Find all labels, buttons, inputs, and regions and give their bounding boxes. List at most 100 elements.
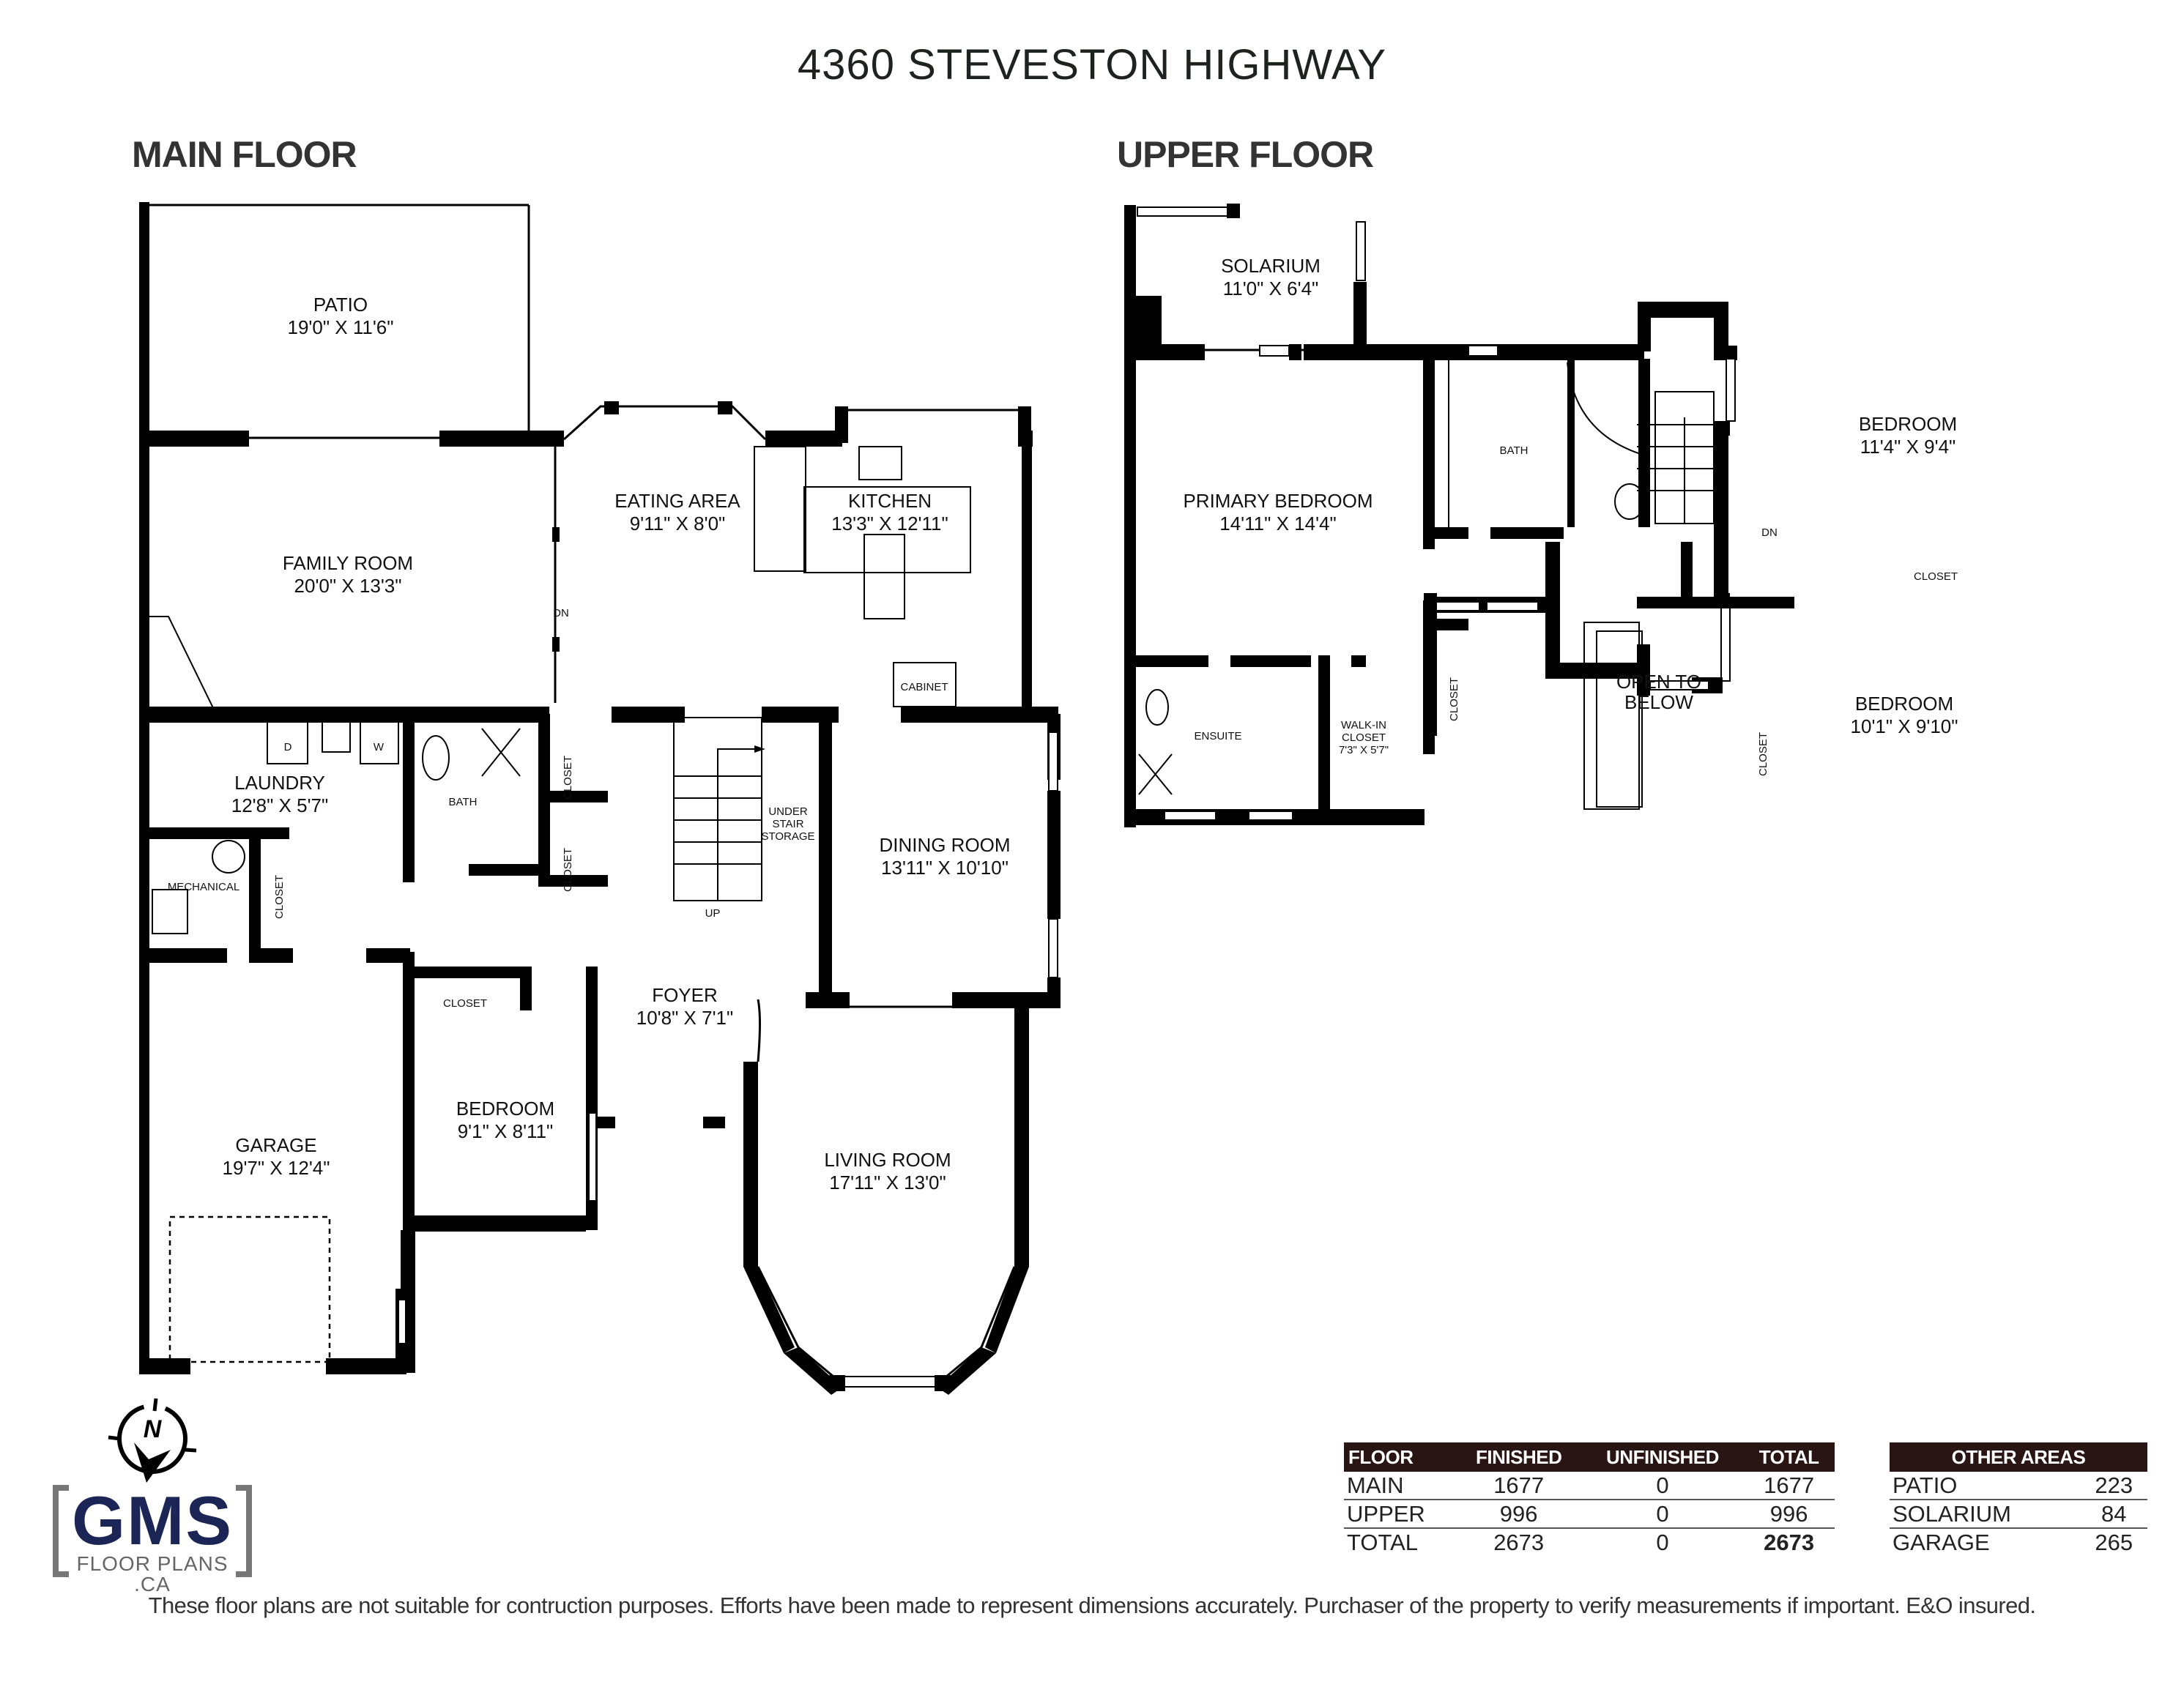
main-exterior-walls bbox=[139, 401, 1061, 1395]
toilet bbox=[1614, 483, 1645, 520]
dryer bbox=[267, 720, 308, 764]
cell: 84 bbox=[2080, 1500, 2147, 1529]
logo-brand: GMS bbox=[72, 1482, 234, 1559]
cell: MAIN bbox=[1344, 1472, 1456, 1500]
room-name: LIVING ROOM bbox=[824, 1149, 951, 1171]
upper-floor-heading: UPPER FLOOR bbox=[1117, 134, 1374, 175]
cell: 1677 bbox=[1743, 1472, 1835, 1500]
washer bbox=[360, 720, 399, 764]
bathtub bbox=[1567, 362, 1641, 455]
header-unfinished: UNFINISHED bbox=[1581, 1442, 1744, 1472]
table-row: PATIO 223 bbox=[1890, 1472, 2147, 1500]
cell: TOTAL bbox=[1347, 1529, 1419, 1555]
kitchen-sink bbox=[858, 446, 902, 480]
logo-bracket-right bbox=[236, 1485, 252, 1577]
stairs-up-label: UP bbox=[705, 907, 721, 920]
room-name: PRIMARY BEDROOM bbox=[1183, 490, 1373, 512]
toilet bbox=[422, 735, 450, 781]
room-dims: 9'1" X 8'11" bbox=[458, 1120, 554, 1142]
room-name: PATIO bbox=[313, 294, 368, 316]
upper-room-labels: SOLARIUM 11'0" X 6'4" PRIMARY BEDROOM 14… bbox=[1183, 255, 1958, 737]
logo-bracket-left bbox=[53, 1485, 69, 1577]
compass-letter: N bbox=[144, 1415, 163, 1443]
cell: 265 bbox=[2095, 1529, 2133, 1555]
room-name: GARAGE bbox=[235, 1134, 316, 1156]
room-name: EATING AREA bbox=[614, 490, 740, 512]
water-heater bbox=[152, 889, 188, 934]
fireplace bbox=[1136, 296, 1162, 351]
room-name: SOLARIUM bbox=[1221, 255, 1321, 277]
cell: UPPER bbox=[1344, 1500, 1456, 1529]
header-finished: FINISHED bbox=[1455, 1442, 1582, 1472]
main-interior-walls bbox=[139, 446, 971, 1374]
room-dims: 9'11" X 8'0" bbox=[630, 513, 726, 535]
cell: GARAGE bbox=[1893, 1529, 1990, 1555]
room-dims: 20'0" X 13'3" bbox=[294, 575, 402, 597]
garage-parking-outline bbox=[168, 1215, 331, 1363]
cell: PATIO bbox=[1890, 1472, 2081, 1500]
disclaimer: These floor plans are not suitable for c… bbox=[148, 1593, 2036, 1618]
compass-icon: N bbox=[108, 1398, 197, 1483]
header-floor: FLOOR bbox=[1344, 1442, 1456, 1472]
main-small-labels: CABINET BATH CLOSET MECHANICAL UNDER STA… bbox=[168, 607, 948, 1010]
walkin-label: CLOSET bbox=[1342, 731, 1386, 744]
open-to-below-label: OPEN TO bbox=[1616, 671, 1701, 693]
cell: 2673 bbox=[1493, 1529, 1545, 1555]
fireplace bbox=[149, 616, 217, 715]
furnace bbox=[212, 840, 245, 874]
cell: SOLARIUM bbox=[1890, 1500, 2081, 1529]
property-title: 4360 STEVESTON HIGHWAY bbox=[797, 41, 1387, 89]
room-name: BEDROOM bbox=[1859, 413, 1957, 435]
table-row: SOLARIUM 84 bbox=[1890, 1500, 2147, 1529]
understair-label: STORAGE bbox=[761, 830, 814, 843]
room-name: BEDROOM bbox=[1855, 693, 1953, 715]
room-dims: 11'0" X 6'4" bbox=[1223, 278, 1319, 299]
room-dims: 17'11" X 13'0" bbox=[829, 1172, 946, 1193]
room-dims: 10'8" X 7'1" bbox=[636, 1007, 733, 1029]
closet-label: CLOSET bbox=[273, 875, 286, 919]
closet-label: CLOSET bbox=[1914, 570, 1958, 583]
bath-label: BATH bbox=[1500, 444, 1529, 457]
closet-label: CLOSET bbox=[1448, 677, 1460, 721]
ensuite-label: ENSUITE bbox=[1194, 730, 1241, 742]
room-dims: 19'0" X 11'6" bbox=[287, 316, 393, 338]
table-header-row: FLOOR FINISHED UNFINISHED TOTAL bbox=[1344, 1442, 1835, 1472]
room-name: BEDROOM bbox=[456, 1098, 554, 1120]
cell: 1677 bbox=[1455, 1472, 1582, 1500]
room-dims: 14'11" X 14'4" bbox=[1219, 513, 1336, 535]
dryer-label: D bbox=[284, 741, 292, 753]
bath-label: BATH bbox=[449, 796, 478, 808]
stairs-down-label: DN bbox=[553, 607, 569, 619]
mechanical-label: MECHANICAL bbox=[168, 881, 239, 893]
room-name: FOYER bbox=[652, 984, 718, 1006]
room-dims: 19'7" X 12'4" bbox=[223, 1157, 330, 1179]
main-floor-heading: MAIN FLOOR bbox=[132, 134, 357, 175]
gms-logo: N GMS FLOOR PLANS .CA bbox=[50, 1395, 255, 1595]
header-total: TOTAL bbox=[1743, 1442, 1835, 1472]
washer-label: W bbox=[374, 741, 385, 753]
kitchen-island bbox=[863, 534, 905, 619]
understair-label: STAIR bbox=[772, 818, 803, 830]
upper-interior-walls bbox=[1124, 359, 1794, 813]
upper-small-labels: BATH ENSUITE WALK-IN CLOSET 7'3" X 5'7" … bbox=[1194, 444, 1958, 776]
logo-subtitle: FLOOR PLANS .CA bbox=[76, 1552, 229, 1595]
cell: 0 bbox=[1581, 1472, 1744, 1500]
grand-total-cell: 2673 bbox=[1764, 1529, 1815, 1555]
open-to-below-label: BELOW bbox=[1624, 691, 1693, 713]
other-areas-table: OTHER AREAS PATIO 223 SOLARIUM 84 GARAGE… bbox=[1890, 1442, 2147, 1556]
cell: 996 bbox=[1455, 1500, 1582, 1529]
room-dims: 13'3" X 12'11" bbox=[831, 513, 948, 535]
table-header-row: OTHER AREAS bbox=[1890, 1442, 2147, 1472]
laundry-sink bbox=[322, 720, 351, 753]
stairs-down-label: DN bbox=[1761, 526, 1778, 539]
patio-outline bbox=[139, 202, 530, 436]
table-row: GARAGE 265 bbox=[1890, 1528, 2147, 1556]
area-summary-table: FLOOR FINISHED UNFINISHED TOTAL MAIN 167… bbox=[1344, 1442, 1835, 1556]
room-name: DINING ROOM bbox=[879, 834, 1010, 856]
cabinet-label: CABINET bbox=[900, 681, 948, 693]
room-dims: 13'11" X 10'10" bbox=[881, 857, 1009, 879]
upper-stairs bbox=[1637, 391, 1715, 524]
walkin-label: WALK-IN bbox=[1341, 719, 1386, 731]
closet-label: CLOSET bbox=[562, 756, 574, 800]
